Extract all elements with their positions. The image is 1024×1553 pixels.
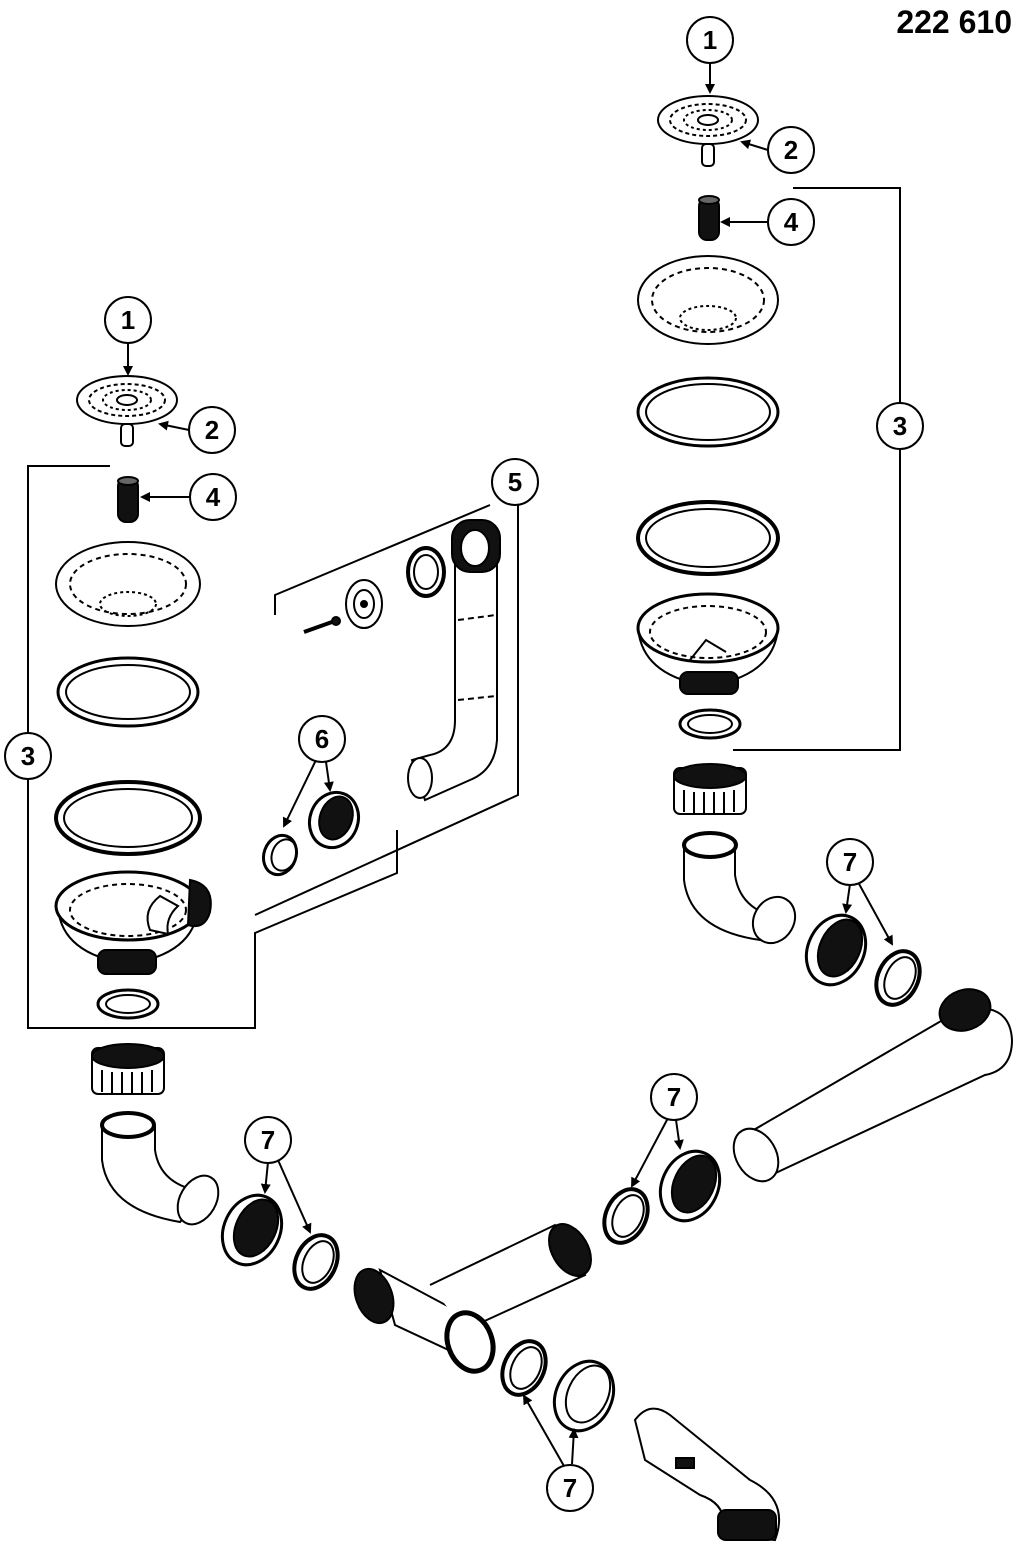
overflow-cover <box>345 579 383 629</box>
svg-text:3: 3 <box>21 741 35 771</box>
svg-text:7: 7 <box>667 1082 681 1112</box>
center-seal-ring <box>602 1187 650 1245</box>
right-gasket <box>636 500 780 576</box>
overflow-hose <box>407 519 501 802</box>
right-nut <box>673 763 747 815</box>
callout-7-right: 7 <box>826 838 893 946</box>
part-number: 222 610 <box>896 4 1012 40</box>
overflow-screw <box>303 616 341 634</box>
callout-7-left: 7 <box>244 1116 312 1234</box>
right-sealing-ring <box>636 376 780 448</box>
svg-text:1: 1 <box>703 25 717 55</box>
right-union-nut <box>804 913 868 987</box>
svg-text:1: 1 <box>121 305 135 335</box>
t-piece-connector <box>353 1223 592 1374</box>
svg-text:3: 3 <box>893 411 907 441</box>
right-plug-pin <box>698 195 720 241</box>
svg-text:2: 2 <box>784 135 798 165</box>
svg-text:7: 7 <box>843 847 857 877</box>
right-seal-ring <box>874 949 922 1007</box>
svg-text:7: 7 <box>261 1125 275 1155</box>
left-union-nut <box>220 1193 284 1267</box>
left-elbow-pipe <box>100 1111 220 1226</box>
right-strainer-basket <box>657 95 759 167</box>
callout-2-left: 2 <box>158 406 236 454</box>
overflow-gasket <box>406 546 446 598</box>
callout-6: 6 <box>282 715 346 828</box>
svg-text:6: 6 <box>315 724 329 754</box>
svg-text:4: 4 <box>206 482 221 512</box>
overflow-seal-ring <box>261 833 299 877</box>
center-union-nut <box>658 1149 722 1223</box>
right-sink-flange <box>637 255 779 345</box>
callout-4-left: 4 <box>140 473 237 521</box>
bottom-seal-ring <box>500 1339 548 1397</box>
right-drain-body <box>636 592 780 695</box>
bottom-union-nut <box>552 1359 616 1433</box>
overflow-kit-bracket <box>254 504 519 916</box>
callout-1-right: 1 <box>686 16 734 94</box>
svg-text:5: 5 <box>508 467 522 497</box>
callout-5: 5 <box>491 458 539 506</box>
callout-7-bottom: 7 <box>523 1394 594 1512</box>
right-kit-bracket <box>733 187 901 751</box>
svg-text:4: 4 <box>784 207 799 237</box>
left-gasket <box>54 780 202 856</box>
callout-4-right: 4 <box>720 198 815 246</box>
svg-text:7: 7 <box>563 1473 577 1503</box>
left-plug-pin <box>117 476 139 523</box>
svg-text:2: 2 <box>205 415 219 445</box>
right-elbow-pipe <box>682 831 797 945</box>
callout-3-right: 3 <box>876 402 924 450</box>
left-kit-bracket <box>27 465 398 1029</box>
left-nut <box>91 1043 165 1095</box>
left-small-washer <box>96 988 160 1020</box>
callout-2-right: 2 <box>740 126 815 174</box>
left-drain-body <box>54 870 212 975</box>
callout-3-left: 3 <box>4 732 52 780</box>
outlet-bend-pipe <box>633 1407 780 1542</box>
callout-7-center: 7 <box>631 1073 698 1188</box>
overflow-nut <box>307 790 361 850</box>
right-long-bend-pipe <box>732 988 1014 1183</box>
left-strainer-basket <box>76 375 178 447</box>
right-small-washer <box>678 708 742 740</box>
left-sink-flange <box>55 541 201 627</box>
callout-1-left: 1 <box>104 296 152 376</box>
left-sealing-ring <box>56 656 200 728</box>
left-seal-ring <box>292 1233 340 1291</box>
